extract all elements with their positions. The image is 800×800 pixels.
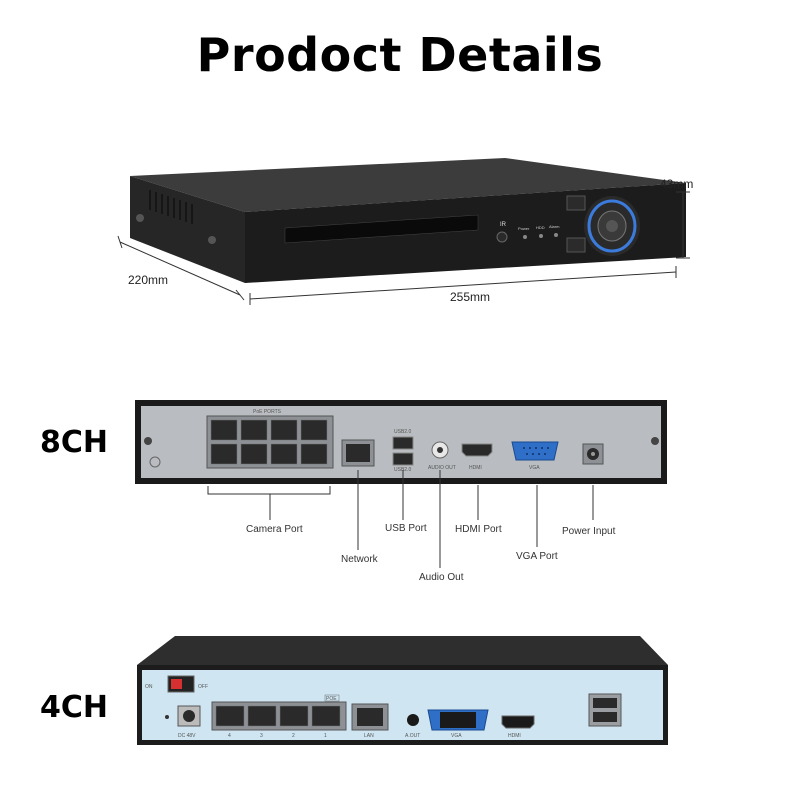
on-text: ON	[145, 684, 153, 690]
port-number-1: 1	[324, 733, 327, 739]
power-input-callout: Power Input	[562, 526, 616, 537]
width-dimension-label: 255mm	[450, 290, 491, 304]
network-callout: Network	[341, 554, 378, 565]
usb-text-1: USB2.0	[394, 429, 411, 435]
hdmi-4ch-text: HDMI	[508, 733, 521, 739]
audio-out-callout: Audio Out	[419, 572, 464, 583]
power-led-label: Power	[518, 226, 530, 231]
dc-text: DC 48V	[178, 733, 196, 739]
aout-text: A.OUT	[405, 733, 420, 739]
depth-dimension-label: 220mm	[128, 273, 169, 287]
vga-text: VGA	[529, 465, 540, 471]
usb-port-callout: USB Port	[385, 523, 427, 534]
hdd-led-label: HDD	[536, 225, 545, 230]
hdmi-text: HDMI	[469, 465, 482, 471]
vga-port-callout: VGA Port	[516, 551, 558, 562]
height-dimension-label: 43mm	[660, 177, 694, 191]
audio-out-text: AUDIO OUT	[428, 465, 456, 471]
camera-port-callout: Camera Port	[246, 524, 303, 535]
page-title: Prodoct Details	[196, 28, 604, 82]
alarm-led-label: Alarm	[549, 224, 560, 229]
ir-label: IR	[500, 222, 507, 228]
ch4-label: 4CH	[40, 690, 108, 725]
poe-ports-text: PoE PORTS	[253, 409, 282, 415]
vga-4ch-text: VGA	[451, 733, 462, 739]
off-text: OFF	[198, 684, 208, 690]
ch8-label: 8CH	[40, 425, 108, 460]
port-number-3: 3	[260, 733, 263, 739]
port-number-4: 4	[228, 733, 231, 739]
poe-text: POE	[326, 696, 337, 702]
lan-text: LAN	[364, 733, 374, 739]
port-number-2: 2	[292, 733, 295, 739]
hdmi-port-callout: HDMI Port	[455, 524, 502, 535]
